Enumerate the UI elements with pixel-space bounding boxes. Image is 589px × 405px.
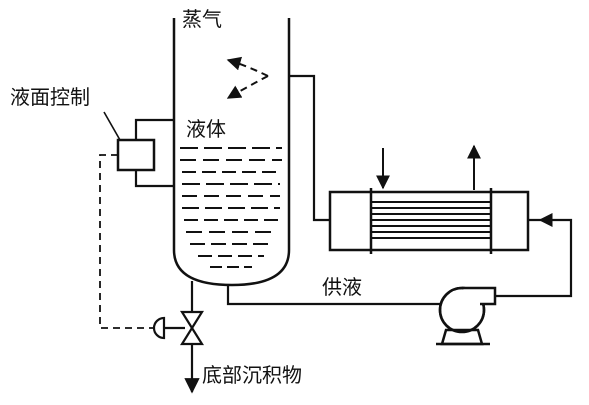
valve-actuator — [152, 316, 185, 340]
liquid-level-lines — [180, 147, 282, 268]
vapor-flow-arrow-down — [226, 75, 269, 99]
pump-icon — [436, 286, 497, 346]
supply-liquid-label: 供液 — [322, 275, 362, 299]
evaporator-vessel — [172, 18, 291, 287]
control-signal-line — [99, 154, 155, 329]
level-controller-box — [116, 138, 156, 172]
level-tap-lower — [134, 170, 174, 188]
bottom-sediment-label: 底部沉积物 — [202, 363, 302, 387]
pump-to-heater-pipe — [495, 218, 573, 298]
liquid-label: 液体 — [186, 117, 226, 141]
controller-label-leader — [103, 111, 121, 141]
supply-liquid-pipe — [226, 285, 442, 306]
level-control-label: 液面控制 — [10, 85, 90, 109]
heater-return-pipe — [289, 74, 330, 222]
vapor-flow-arrow-up — [226, 56, 269, 77]
vapor-label: 蒸气 — [182, 7, 222, 31]
level-tap-upper — [134, 118, 174, 140]
heat-exchanger — [328, 188, 530, 254]
